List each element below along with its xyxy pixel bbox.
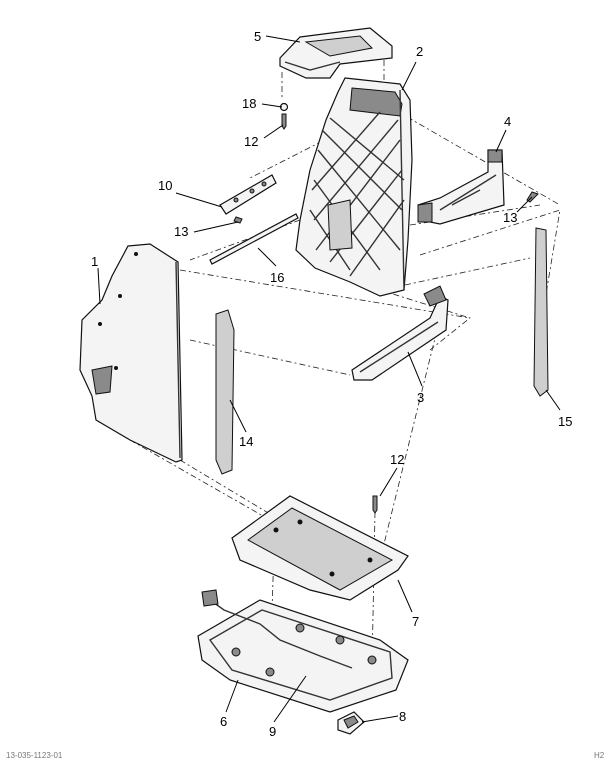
callout-1: 1 (91, 254, 98, 269)
callout-12-upper: 12 (244, 134, 258, 149)
part-16-rod (209, 213, 299, 265)
leader-lines (97, 35, 561, 723)
part-1-side-panel (79, 243, 183, 463)
footer-sheet-code: H2 (594, 751, 605, 760)
part-14-left-trim (215, 309, 235, 475)
part-10-bracket-plate (219, 174, 277, 215)
callout-9: 9 (269, 724, 276, 739)
part-9-wire-harness (201, 589, 353, 669)
callout-13-left: 13 (174, 224, 188, 239)
part-6-base-pan (197, 599, 409, 713)
callout-10: 10 (158, 178, 172, 193)
callout-2: 2 (416, 44, 423, 59)
callout-13-right: 13 (503, 210, 517, 225)
part-7-seat-plate (231, 495, 409, 601)
callout-16: 16 (270, 270, 284, 285)
callout-15: 15 (558, 414, 572, 429)
callout-18: 18 (242, 96, 256, 111)
part-12-screw-lower (372, 495, 378, 514)
part-13-screw-left (233, 216, 243, 224)
callout-6: 6 (220, 714, 227, 729)
part-15-right-trim (533, 227, 549, 397)
footer-drawing-code: 13-035-1123-01 (6, 751, 63, 760)
callout-12-lower: 12 (390, 452, 404, 467)
callout-14: 14 (239, 434, 253, 449)
part-3-lower-bracket (351, 285, 449, 381)
callout-7: 7 (412, 614, 419, 629)
part-4-side-bracket (417, 149, 505, 225)
callout-labels: 5 2 4 18 12 10 13 13 1 16 3 14 15 12 7 6… (91, 29, 572, 739)
callout-3: 3 (417, 390, 424, 405)
part-2-backrest-frame (295, 77, 413, 297)
callout-4: 4 (504, 114, 511, 129)
callout-8: 8 (399, 709, 406, 724)
part-5-top-bracket (279, 27, 393, 79)
callout-5: 5 (254, 29, 261, 44)
part-8-knob (337, 711, 365, 735)
part-12-screw-upper (281, 113, 287, 130)
